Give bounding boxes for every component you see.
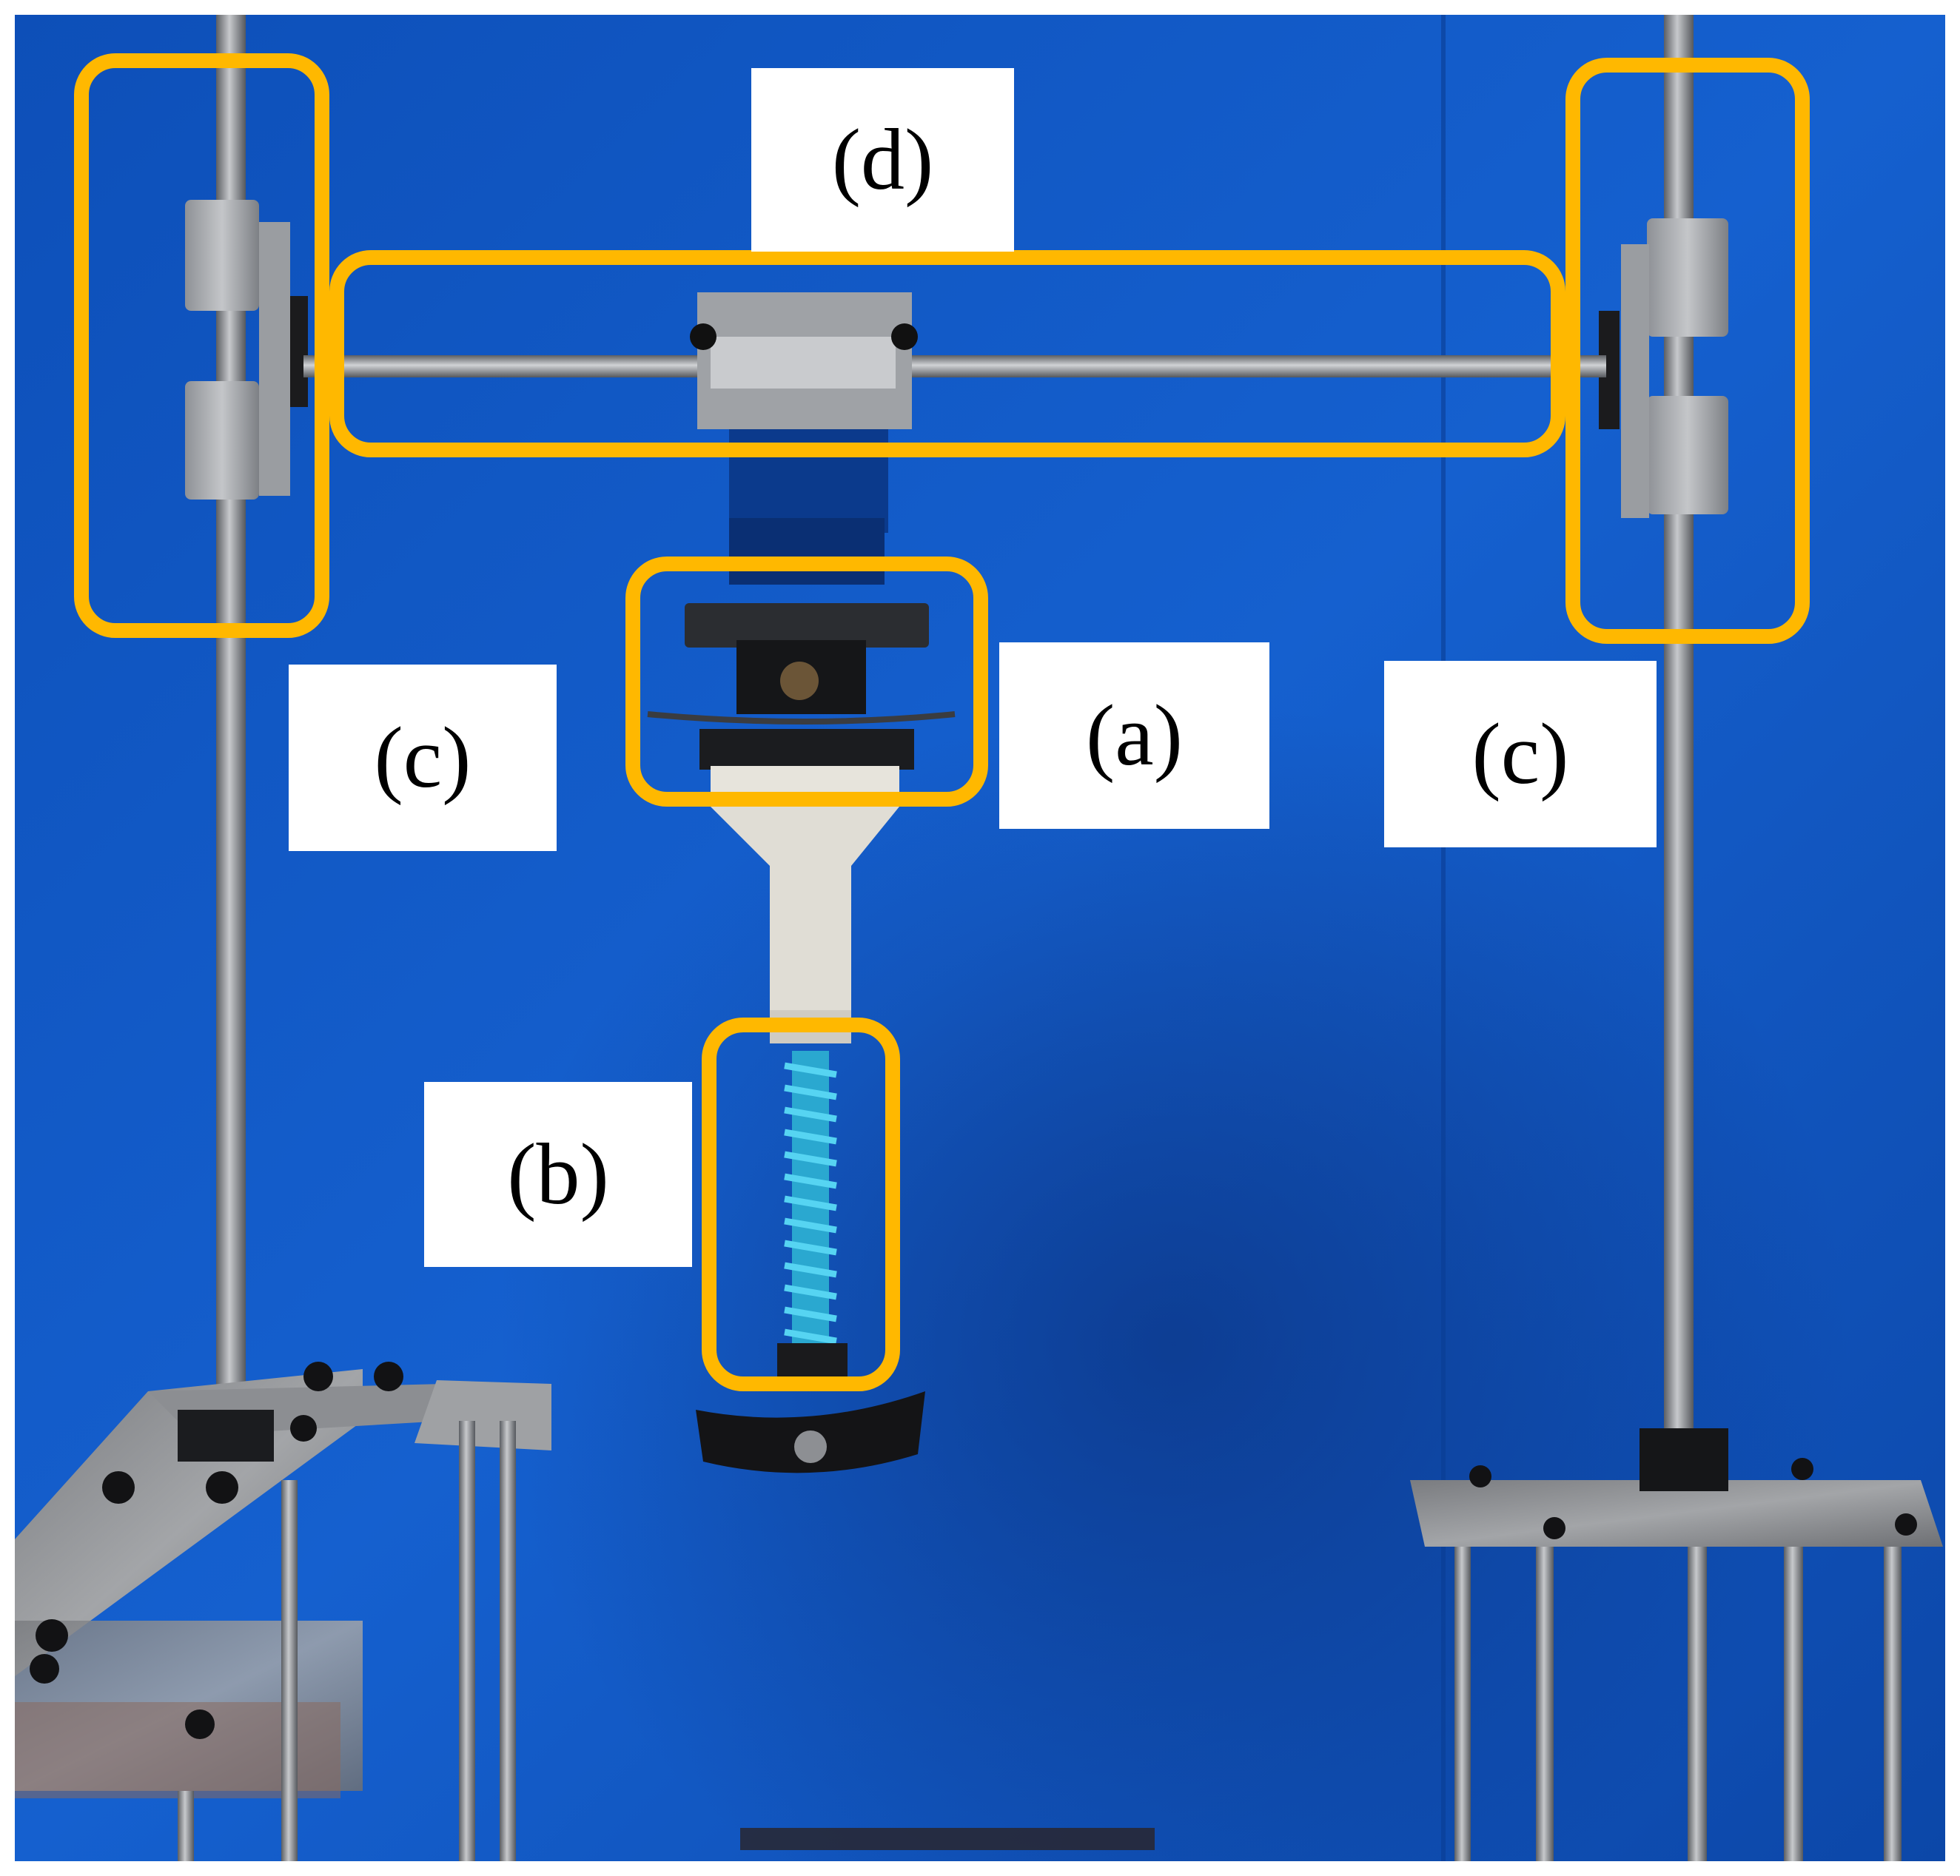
hip-joint-highlight	[625, 557, 988, 807]
label-c-left: (c)	[289, 665, 557, 851]
left-slider-highlight	[74, 53, 329, 638]
label-c-right: (c)	[1384, 661, 1657, 847]
spring-highlight	[702, 1018, 900, 1391]
label-a: (a)	[999, 642, 1269, 829]
horizontal-rail-highlight	[329, 250, 1565, 457]
right-slider-highlight	[1565, 58, 1810, 644]
label-d: (d)	[751, 68, 1014, 252]
label-b: (b)	[424, 1082, 692, 1267]
